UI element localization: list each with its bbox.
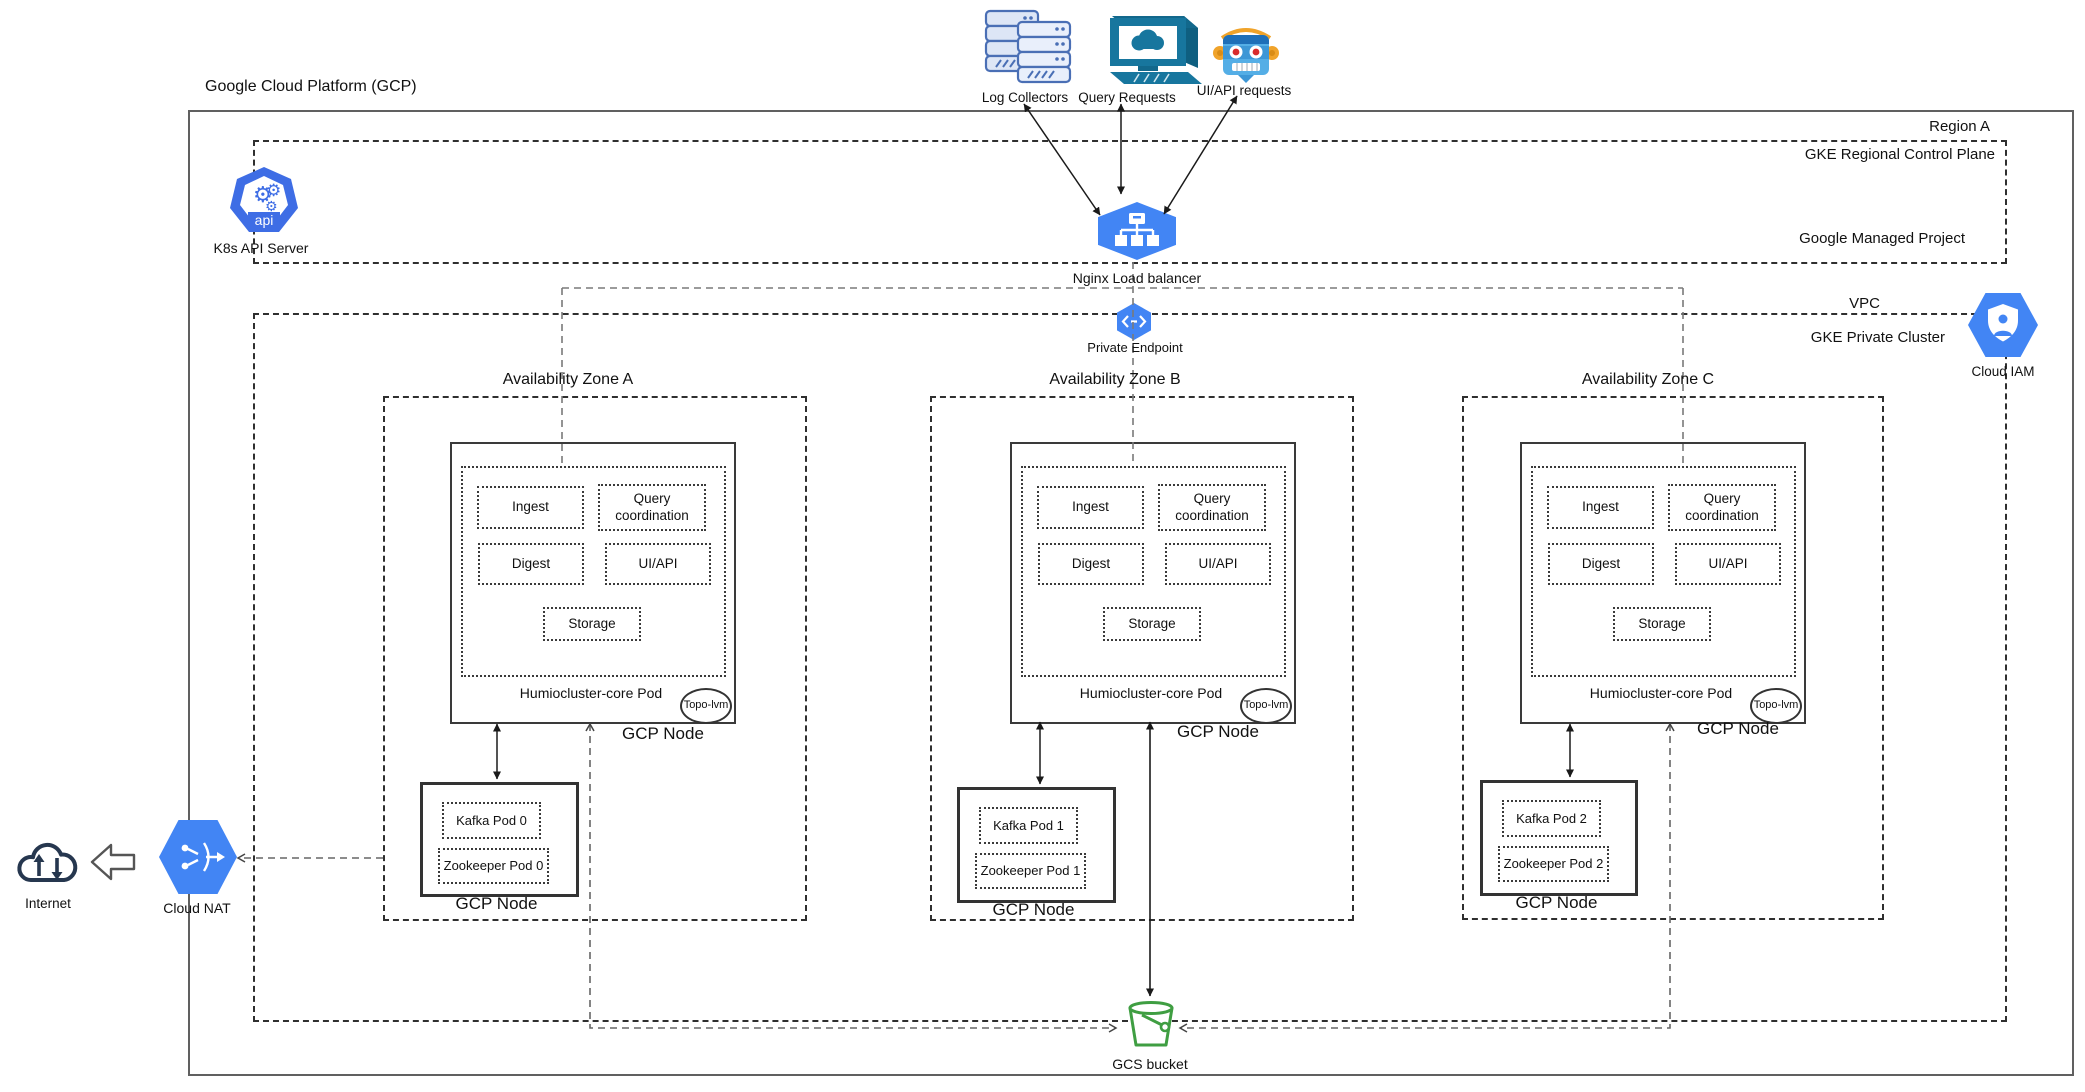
zone-a-core-node-label: GCP Node: [622, 724, 704, 743]
zone-b-title: Availability Zone B: [1049, 371, 1181, 388]
k8s-api-icon-text: api: [255, 212, 274, 228]
zone-b-core-node-label: GCP Node: [1177, 722, 1259, 741]
zookeeper-pod: Zookeeper Pod 0: [438, 848, 549, 884]
query-requests-icon: [1100, 12, 1208, 88]
svg-text:⚙: ⚙: [253, 183, 273, 208]
k8s-api-server-icon: ⚙ ⚙ ⚙ api: [228, 166, 300, 236]
pod-label: Humiocluster-core Pod: [519, 685, 663, 701]
svg-text:⚙: ⚙: [265, 199, 278, 215]
svg-text:⚙: ⚙: [266, 181, 281, 201]
ingest-component: Ingest: [477, 486, 584, 529]
ui-api-requests-icon: [1212, 22, 1280, 84]
digest-component: Digest: [1548, 543, 1654, 585]
region-label: Region A: [1929, 118, 1990, 135]
zone-c-core-pod: Ingest Query coordination Digest UI/API …: [1520, 442, 1802, 724]
availability-zone-b-box: [930, 396, 1354, 921]
zookeeper-pod: Zookeeper Pod 2: [1498, 846, 1609, 882]
pod-boundary: [1531, 466, 1796, 677]
ingest-component: Ingest: [1037, 486, 1144, 529]
topolvm-badge: Topo-lvm: [1750, 688, 1802, 724]
gcp-boundary-box: [188, 110, 2074, 1076]
zone-c-core-node-label: GCP Node: [1697, 719, 1779, 738]
ingest-component: Ingest: [1547, 486, 1654, 529]
topolvm-badge: Topo-lvm: [680, 688, 732, 724]
ui-api-component: UI/API: [1165, 543, 1271, 585]
zone-b-core-pod: Ingest Query coordination Digest UI/API …: [1010, 442, 1292, 724]
storage-component: Storage: [1613, 607, 1711, 641]
zookeeper-pod: Zookeeper Pod 1: [975, 853, 1086, 889]
query-coordination-component: Query coordination: [598, 484, 706, 531]
zone-a-kafka-node-label: GCP Node: [455, 894, 538, 913]
digest-component: Digest: [1038, 543, 1144, 585]
control-plane-title: GKE Regional Control Plane: [1804, 146, 1995, 163]
zone-c-kafka-node-label: GCP Node: [1515, 893, 1598, 912]
cloud-iam-label: Cloud IAM: [1971, 364, 2035, 379]
internet-label: Internet: [25, 896, 71, 911]
pod-label: Humiocluster-core Pod: [1589, 685, 1733, 701]
ui-api-requests-label: UI/API requests: [1196, 83, 1292, 98]
private-endpoint-label: Private Endpoint: [1087, 340, 1183, 355]
storage-component: Storage: [543, 607, 641, 641]
gcs-bucket-label: GCS bucket: [1112, 1056, 1188, 1072]
zone-b-kafka-node-label: GCP Node: [992, 900, 1075, 919]
kafka-pod: Kafka Pod 2: [1502, 800, 1601, 837]
kafka-pod: Kafka Pod 0: [442, 802, 541, 839]
zone-a-kafka-node: Kafka Pod 0 Zookeeper Pod 0 GCP Node: [420, 782, 573, 913]
pod-label: Humiocluster-core Pod: [1079, 685, 1223, 701]
ui-api-component: UI/API: [1675, 543, 1781, 585]
managed-project-label: Google Managed Project: [1799, 230, 1965, 247]
query-requests-label: Query Requests: [1078, 90, 1176, 105]
digest-component: Digest: [478, 543, 584, 585]
gke-private-cluster-label: GKE Private Cluster: [1810, 329, 1945, 346]
internet-icon: [12, 830, 86, 890]
zone-c-kafka-node: Kafka Pod 2 Zookeeper Pod 2 GCP Node: [1480, 780, 1632, 912]
cloud-nat-label: Cloud NAT: [163, 900, 231, 916]
query-coordination-component: Query coordination: [1668, 484, 1776, 531]
outbound-arrow-icon: [90, 842, 136, 882]
topolvm-badge: Topo-lvm: [1240, 688, 1292, 724]
zone-a-title: Availability Zone A: [502, 371, 634, 388]
pod-boundary: [1021, 466, 1286, 677]
zone-b-kafka-node: Kafka Pod 1 Zookeeper Pod 1 GCP Node: [957, 787, 1110, 919]
k8s-api-server-label: K8s API Server: [213, 240, 309, 256]
vpc-label: VPC: [1849, 295, 1880, 312]
zone-c-title: Availability Zone C: [1581, 371, 1715, 388]
log-collectors-label: Log Collectors: [981, 90, 1069, 105]
log-collectors-icon: [982, 8, 1094, 88]
pod-boundary: [461, 466, 726, 677]
zone-a-kafka-gcp-node-box: [420, 782, 579, 897]
storage-component: Storage: [1103, 607, 1201, 641]
gcp-title: Google Cloud Platform (GCP): [205, 78, 417, 95]
kafka-pod: Kafka Pod 1: [979, 807, 1078, 844]
query-coordination-component: Query coordination: [1158, 484, 1266, 531]
ui-api-component: UI/API: [605, 543, 711, 585]
gcs-bucket-icon: [1127, 999, 1175, 1051]
zone-a-core-pod: Ingest Query coordination Digest UI/API …: [450, 442, 732, 724]
nginx-load-balancer-label: Nginx Load balancer: [1072, 270, 1202, 286]
